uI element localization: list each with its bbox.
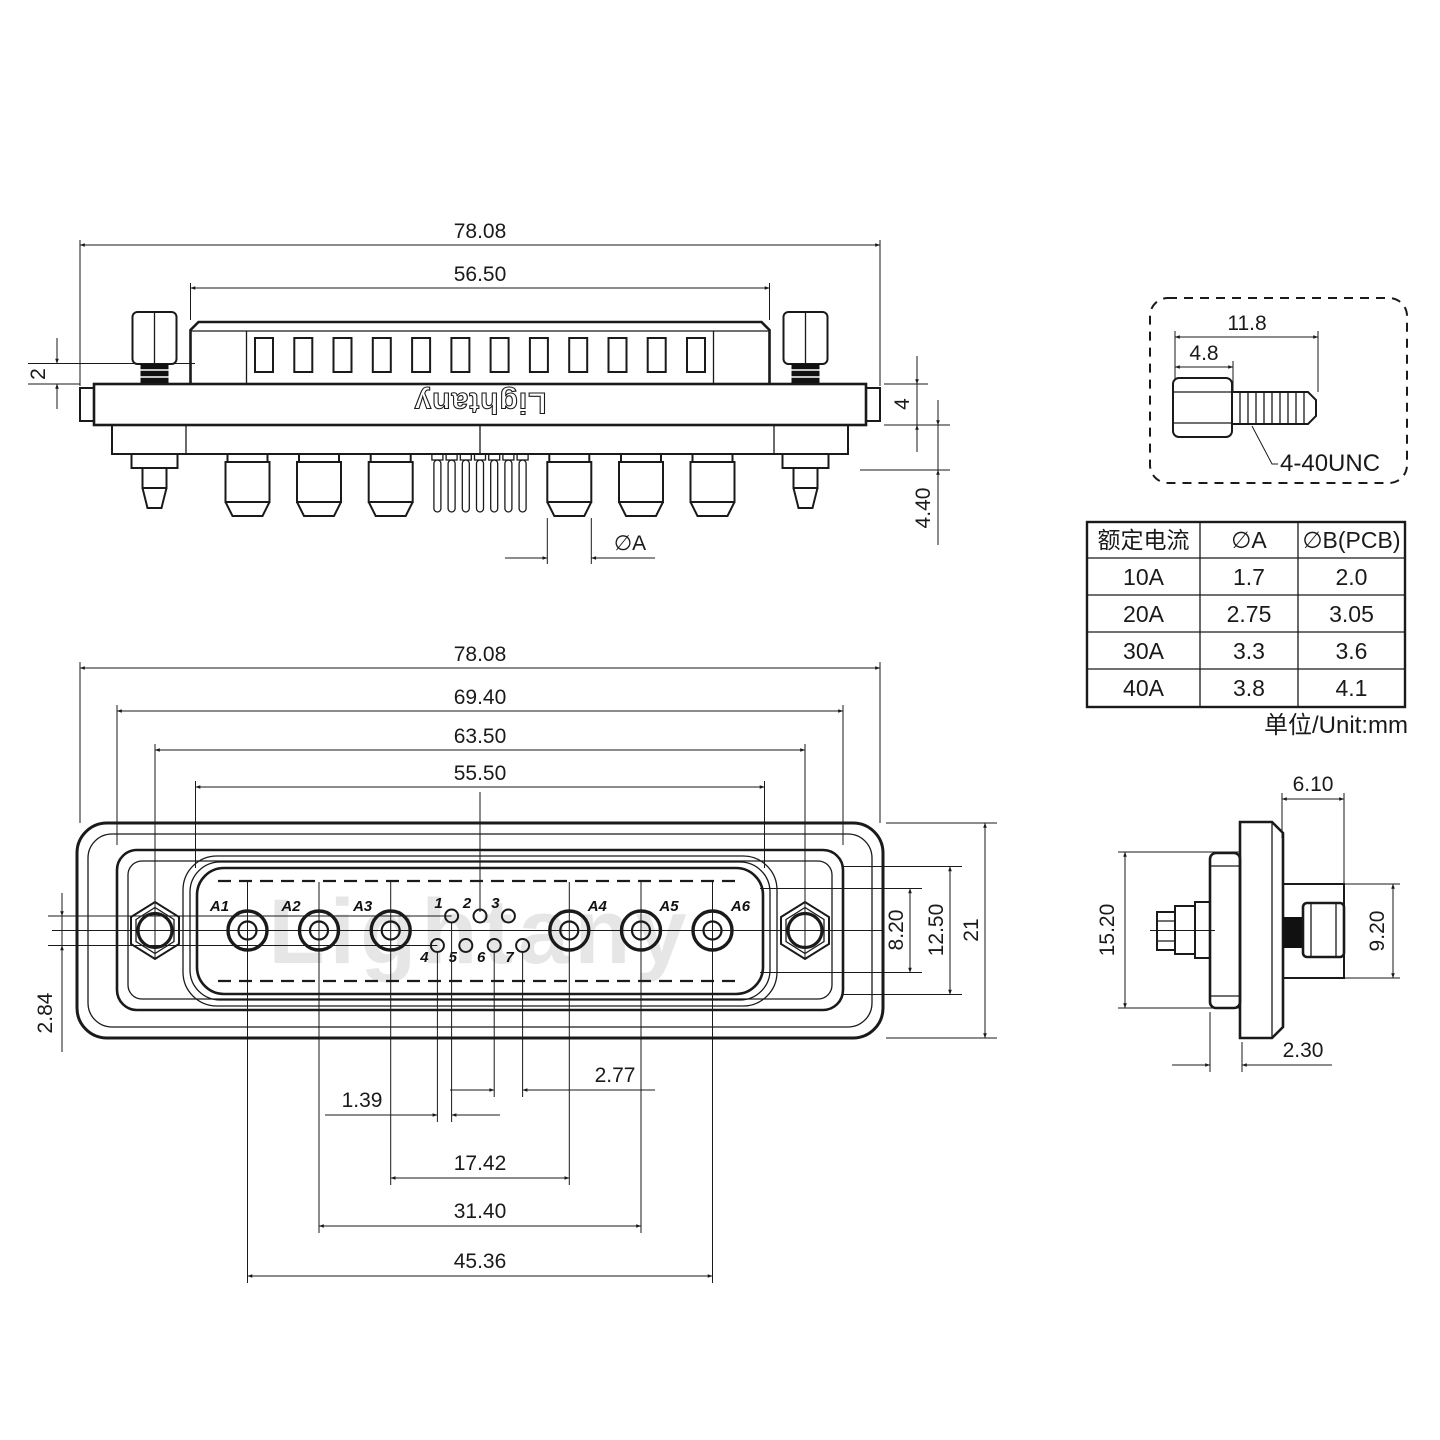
front-view: Lightany 78.08 69.40 63.50 55.50 <box>34 643 997 1283</box>
dim-front-overall-width: 78.08 <box>454 643 507 666</box>
cell-current-10a: 10A <box>1123 564 1165 590</box>
table-header-dia-a: ∅A <box>1231 527 1267 553</box>
spec-table: 额定电流 ∅A ∅B(PCB) 10A 1.7 2.0 20A 2.75 3.0… <box>1085 520 1408 739</box>
table-row: 10A 1.7 2.0 <box>1123 564 1367 590</box>
dim-top-pin-diameter: ∅A <box>614 532 646 555</box>
pin-label-1: 1 <box>434 895 442 912</box>
pin-label-7: 7 <box>505 949 514 966</box>
cell-current-20a: 20A <box>1123 601 1165 627</box>
table-row: 30A 3.3 3.6 <box>1123 638 1367 664</box>
cell-current-40a: 40A <box>1123 675 1165 701</box>
cell-dia-b-20a: 3.05 <box>1329 601 1374 627</box>
contact-label-a2: A2 <box>280 898 301 915</box>
table-header-current: 额定电流 <box>1098 527 1190 553</box>
connector-body-outline <box>189 320 771 384</box>
cell-current-30a: 30A <box>1123 638 1165 664</box>
dim-side-rear-length: 6.10 <box>1293 773 1334 796</box>
contact-label-a6: A6 <box>730 898 751 915</box>
cell-dia-a-20a: 2.75 <box>1227 601 1272 627</box>
dim-top-step: 2 <box>27 368 50 380</box>
thread-spec-label: 4-40UNC <box>1280 450 1380 477</box>
dim-front-pitch: 2.77 <box>595 1064 636 1087</box>
dim-top-pin-length: 4.40 <box>912 488 935 529</box>
cell-dia-b-40a: 4.1 <box>1336 675 1368 701</box>
dim-front-opening-width: 55.50 <box>454 762 507 785</box>
rivet-right <box>792 467 819 509</box>
dim-front-a3-a4: 17.42 <box>454 1152 507 1175</box>
detail-border <box>1149 297 1408 484</box>
dim-front-overall-height: 21 <box>960 918 983 941</box>
contact-label-a4: A4 <box>587 898 608 915</box>
cell-dia-a-30a: 3.3 <box>1233 638 1265 664</box>
pin-label-4: 4 <box>419 949 429 966</box>
contact-label-a5: A5 <box>658 898 679 915</box>
solder-cup-windows <box>254 337 706 373</box>
dim-side-body-height: 9.20 <box>1366 911 1389 952</box>
table-header-dia-b: ∅B(PCB) <box>1303 527 1401 553</box>
unit-note: 单位/Unit:mm <box>1264 712 1408 739</box>
signal-pin-holes <box>429 908 531 953</box>
top-view: 78.08 56.50 <box>27 220 950 564</box>
thumbscrew-right <box>782 311 829 384</box>
dim-front-half-pitch: 1.39 <box>342 1089 383 1112</box>
side-jackscrew-nut <box>1301 901 1346 959</box>
dim-side-flange-height: 15.20 <box>1096 904 1119 957</box>
dim-front-screw-span: 63.50 <box>454 725 507 748</box>
thumbscrew-left <box>131 311 178 384</box>
table-row: 40A 3.8 4.1 <box>1123 675 1367 701</box>
side-view: 6.10 15.20 <box>1096 773 1400 1072</box>
signal-pins-rear <box>431 453 529 513</box>
shell-outline <box>115 848 845 1012</box>
pin-label-5: 5 <box>449 949 458 966</box>
table-row: 20A 2.75 3.05 <box>1123 601 1374 627</box>
pin-label-3: 3 <box>491 895 500 912</box>
side-flange <box>1238 820 1285 1040</box>
dim-front-a1-a6: 45.36 <box>454 1250 507 1273</box>
pin-label-6: 6 <box>477 949 486 966</box>
dim-front-a2-a5: 31.40 <box>454 1200 507 1223</box>
jackscrew-nut-left <box>130 900 180 961</box>
brand-logo: Lightany <box>414 386 547 419</box>
cell-dia-a-10a: 1.7 <box>1233 564 1265 590</box>
screw-detail: 11.8 4.8 4-40UNC <box>1149 297 1408 484</box>
dim-front-shell-width: 69.40 <box>454 686 507 709</box>
rivet-left <box>141 467 168 509</box>
contact-label-a1: A1 <box>209 898 229 915</box>
dim-top-flange-thickness: 4 <box>891 398 914 410</box>
dim-front-opening-height: 8.20 <box>885 910 908 951</box>
cell-dia-b-10a: 2.0 <box>1336 564 1368 590</box>
jackscrew-nut-right <box>780 900 830 961</box>
power-pins-rear <box>224 453 736 517</box>
contact-label-a3: A3 <box>352 898 373 915</box>
cell-dia-b-30a: 3.6 <box>1336 638 1368 664</box>
cell-dia-a-40a: 3.8 <box>1233 675 1265 701</box>
side-contact <box>1150 901 1215 959</box>
dim-front-row-offset: 2.84 <box>34 992 57 1033</box>
d-shell-opening <box>195 866 765 996</box>
screw-drawing <box>1172 377 1317 438</box>
dim-top-body: 56.50 <box>454 263 507 286</box>
dim-side-flange-thickness: 2.30 <box>1283 1039 1324 1062</box>
dim-screw-head-length: 4.8 <box>1189 342 1218 365</box>
pin-label-2: 2 <box>462 895 472 912</box>
dim-top-overall: 78.08 <box>454 220 507 243</box>
dim-screw-length: 11.8 <box>1227 312 1266 335</box>
dim-front-shell-height: 12.50 <box>925 904 948 957</box>
